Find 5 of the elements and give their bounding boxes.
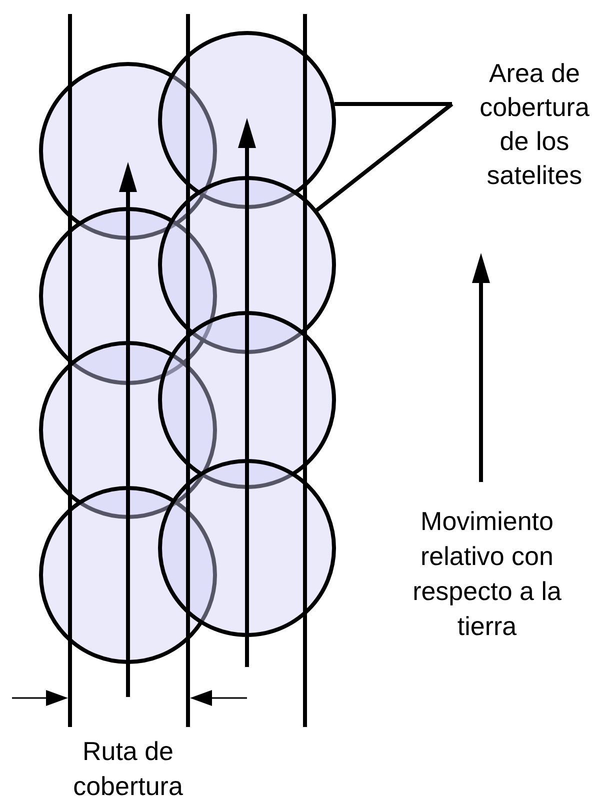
caption-text: Movimiento relativo con respecto a la tierra <box>412 505 562 643</box>
caption-text: Ruta de cobertura <box>72 735 184 800</box>
leader-line <box>314 102 454 212</box>
leader-line <box>334 102 452 106</box>
callout-text: Area de cobertura de los satelites <box>452 56 607 192</box>
